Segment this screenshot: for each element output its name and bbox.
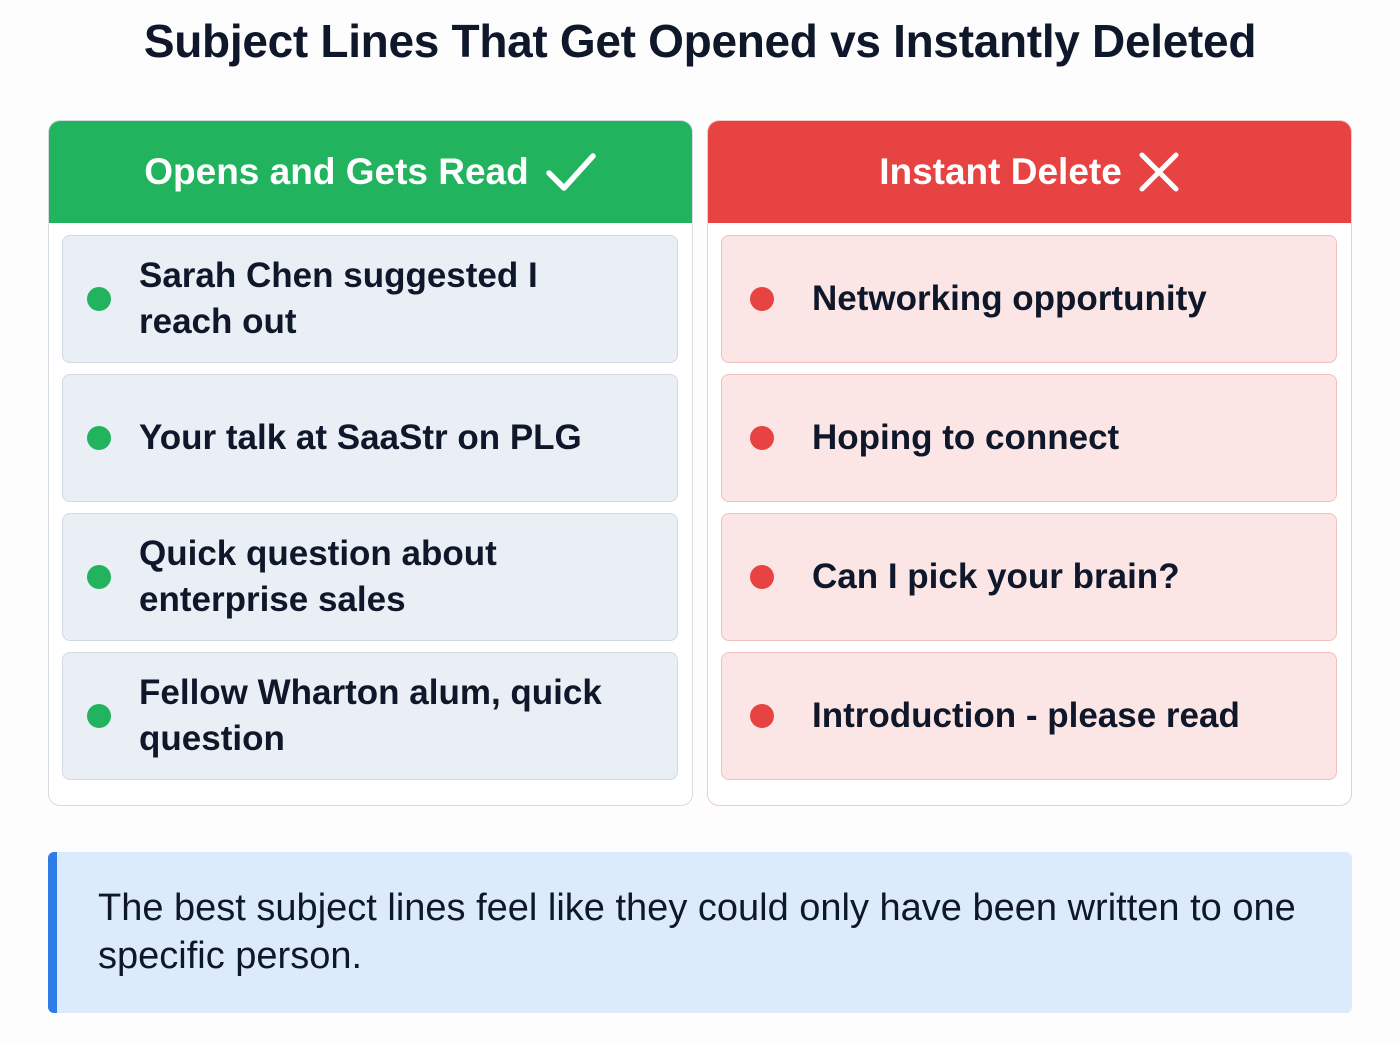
opens-column: Opens and Gets Read Sarah Chen suggested…	[48, 120, 693, 806]
takeaway-callout: The best subject lines feel like they co…	[48, 852, 1352, 1013]
list-item: Sarah Chen suggested I reach out	[62, 235, 678, 363]
subject-line-text: Networking opportunity	[812, 279, 1207, 318]
red-bullet-icon	[750, 565, 774, 589]
page-title: Subject Lines That Get Opened vs Instant…	[143, 15, 1257, 67]
green-bullet-icon	[87, 287, 111, 311]
delete-column-header: Instant Delete	[708, 121, 1351, 223]
x-icon	[1138, 151, 1180, 193]
callout-text: The best subject lines feel like they co…	[98, 887, 1296, 977]
list-item: Networking opportunity	[721, 235, 1337, 363]
list-item: Can I pick your brain?	[721, 513, 1337, 641]
subject-line-text: Can I pick your brain?	[812, 557, 1180, 596]
checkmark-icon	[545, 151, 597, 193]
red-bullet-icon	[750, 426, 774, 450]
opens-column-header: Opens and Gets Read	[49, 121, 692, 223]
green-bullet-icon	[87, 426, 111, 450]
subject-line-text: Your talk at SaaStr on PLG	[139, 418, 582, 457]
opens-column-title: Opens and Gets Read	[144, 151, 529, 192]
list-item: Fellow Wharton alum, quick question	[62, 652, 678, 780]
delete-column-title: Instant Delete	[879, 151, 1122, 192]
green-bullet-icon	[87, 565, 111, 589]
list-item: Quick question about enterprise sales	[62, 513, 678, 641]
opens-list: Sarah Chen suggested I reach out Your ta…	[49, 223, 692, 780]
subject-line-text: Hoping to connect	[812, 418, 1120, 457]
subject-line-text: Introduction - please read	[812, 696, 1240, 735]
list-item: Introduction - please read	[721, 652, 1337, 780]
subject-line-text: Quick question about enterprise sales	[139, 534, 497, 619]
delete-column: Instant Delete Networking opportunity Ho…	[707, 120, 1352, 806]
delete-list: Networking opportunity Hoping to connect…	[708, 223, 1351, 780]
green-bullet-icon	[87, 704, 111, 728]
red-bullet-icon	[750, 287, 774, 311]
subject-line-text: Sarah Chen suggested I reach out	[139, 256, 538, 341]
subject-line-text: Fellow Wharton alum, quick question	[139, 673, 602, 758]
list-item: Hoping to connect	[721, 374, 1337, 502]
list-item: Your talk at SaaStr on PLG	[62, 374, 678, 502]
red-bullet-icon	[750, 704, 774, 728]
